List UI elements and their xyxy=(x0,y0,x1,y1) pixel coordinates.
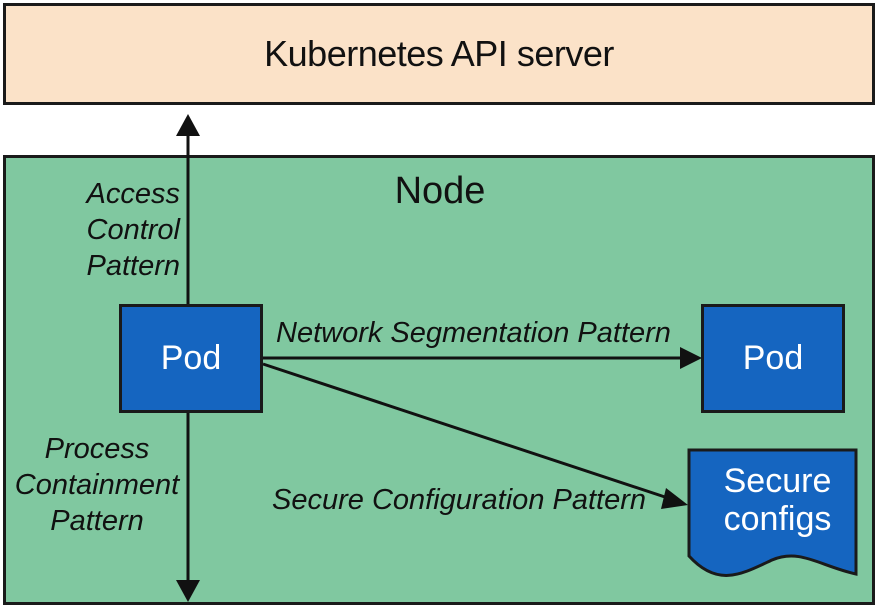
pod-left-label: Pod xyxy=(160,339,222,377)
access-control-line-3: Pattern xyxy=(86,250,181,282)
node-title: Node xyxy=(394,170,486,212)
secure-configuration-arrowhead xyxy=(661,488,688,509)
pod-right-label: Pod xyxy=(742,339,804,377)
kubernetes-api-server-box: Kubernetes API server xyxy=(3,3,875,105)
process-containment-arrowhead xyxy=(176,580,200,602)
access-control-arrowhead xyxy=(176,114,200,136)
access-control-pattern-label: Access Control Pattern xyxy=(80,176,181,284)
access-control-line-1: Access xyxy=(86,178,180,210)
secure-configuration-pattern-label: Secure Configuration Pattern xyxy=(272,484,646,516)
pod-left: Pod xyxy=(119,304,263,413)
process-containment-pattern-label: Process Containment Pattern xyxy=(8,431,186,539)
pod-right: Pod xyxy=(701,304,845,413)
secure-configs-line-1: Secure xyxy=(723,462,832,500)
process-containment-line-2: Containment xyxy=(14,469,180,501)
secure-configuration-arrow xyxy=(262,362,675,502)
network-segmentation-pattern-label: Network Segmentation Pattern xyxy=(276,317,671,349)
process-containment-line-1: Process xyxy=(44,433,150,465)
process-containment-line-3: Pattern xyxy=(50,505,144,537)
secure-configs-document xyxy=(687,448,858,577)
api-server-label: Kubernetes API server xyxy=(264,33,614,74)
secure-configs-line-2: configs xyxy=(723,500,832,538)
network-segmentation-arrowhead xyxy=(680,347,702,369)
access-control-line-2: Control xyxy=(86,214,181,246)
secure-configs-label: Secure configs xyxy=(700,462,855,538)
